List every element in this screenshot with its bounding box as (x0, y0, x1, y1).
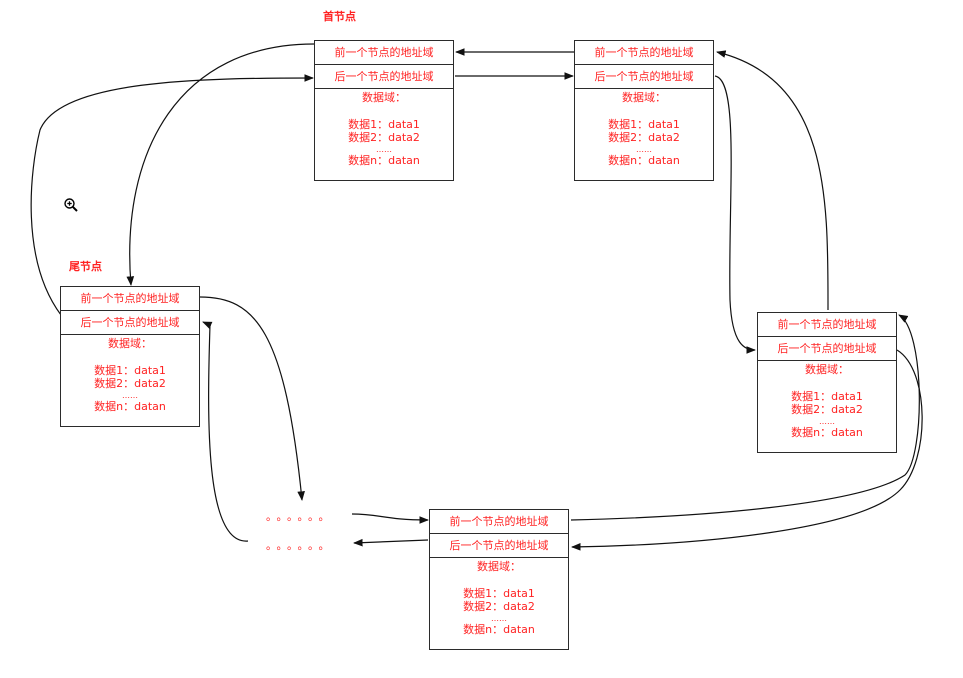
node-4: 前一个节点的地址域 后一个节点的地址域 数据域： 数据1：data1 数据2：d… (429, 509, 569, 650)
data-field: 数据域： 数据1：data1 数据2：data2 …… 数据n：datan (61, 335, 199, 413)
node-3: 前一个节点的地址域 后一个节点的地址域 数据域： 数据1：data1 数据2：d… (757, 312, 897, 453)
prev-address-field: 前一个节点的地址域 (61, 287, 199, 311)
data-item-n: 数据n：datan (463, 622, 535, 636)
data-item-1: 数据1：data1 (463, 586, 535, 600)
tail-node-label: 尾节点 (69, 260, 102, 273)
data-field-title: 数据域： (477, 560, 521, 573)
prev-address-field: 前一个节点的地址域 (758, 313, 896, 337)
arrow-tail-prev-to-head (30, 74, 314, 316)
prev-address-field: 前一个节点的地址域 (315, 41, 453, 65)
ellipsis-upper: 。。。。。。 (266, 510, 335, 523)
data-field-title: 数据域： (362, 91, 406, 104)
next-address-field: 后一个节点的地址域 (758, 337, 896, 361)
arrow-n3-next-to-n4 (571, 349, 923, 551)
next-address-field: 后一个节点的地址域 (575, 65, 713, 89)
data-item-n: 数据n：datan (94, 399, 166, 413)
arrow-tail-prev-down (199, 296, 305, 501)
data-item-n: 数据n：datan (348, 153, 420, 167)
data-item-n: 数据n：datan (608, 153, 680, 167)
data-ellipsis: …… (122, 390, 138, 400)
data-ellipsis: …… (491, 613, 507, 623)
node-head: 前一个节点的地址域 后一个节点的地址域 数据域： 数据1：data1 数据2：d… (314, 40, 454, 181)
ellipsis-lower: 。。。。。。 (266, 539, 335, 552)
data-field: 数据域： 数据1：data1 数据2：data2 …… 数据n：datan (315, 89, 453, 167)
data-field-title: 数据域： (108, 337, 152, 350)
arrow-n4-prev-to-n3 (570, 314, 920, 521)
prev-address-field: 前一个节点的地址域 (575, 41, 713, 65)
arrow-head-prev-to-tail (126, 43, 315, 286)
arrow-ellipsis-to-n4 (351, 513, 429, 524)
data-item-2: 数据2：data2 (94, 377, 166, 390)
data-field: 数据域： 数据1：data1 数据2：data2 …… 数据n：datan (758, 361, 896, 439)
data-field-title: 数据域： (805, 363, 849, 376)
zoom-in-icon[interactable] (63, 197, 79, 213)
data-field-title: 数据域： (622, 91, 666, 104)
data-item-2: 数据2：data2 (608, 131, 680, 144)
prev-address-field: 前一个节点的地址域 (430, 510, 568, 534)
data-item-2: 数据2：data2 (463, 600, 535, 613)
arrow-n4-to-ellipsis (353, 538, 429, 547)
data-item-2: 数据2：data2 (791, 403, 863, 416)
data-field: 数据域： 数据1：data1 数据2：data2 …… 数据n：datan (430, 558, 568, 636)
data-item-1: 数据1：data1 (791, 389, 863, 403)
node-2: 前一个节点的地址域 后一个节点的地址域 数据域： 数据1：data1 数据2：d… (574, 40, 714, 181)
data-ellipsis: …… (376, 144, 392, 154)
next-address-field: 后一个节点的地址域 (430, 534, 568, 558)
data-item-1: 数据1：data1 (608, 117, 680, 131)
next-address-field: 后一个节点的地址域 (315, 65, 453, 89)
data-item-2: 数据2：data2 (348, 131, 420, 144)
next-address-field: 后一个节点的地址域 (61, 311, 199, 335)
data-ellipsis: …… (636, 144, 652, 154)
arrow-n3-prev-to-n2 (716, 50, 829, 311)
data-item-n: 数据n：datan (791, 425, 863, 439)
data-item-1: 数据1：data1 (94, 363, 166, 377)
data-field: 数据域： 数据1：data1 数据2：data2 …… 数据n：datan (575, 89, 713, 167)
data-item-1: 数据1：data1 (348, 117, 420, 131)
data-ellipsis: …… (819, 416, 835, 426)
head-node-label: 首节点 (323, 10, 356, 23)
arrow-n2-next-to-n3 (714, 75, 756, 354)
arrow-ellipsis-to-tail (202, 321, 249, 542)
node-tail: 前一个节点的地址域 后一个节点的地址域 数据域： 数据1：data1 数据2：d… (60, 286, 200, 427)
